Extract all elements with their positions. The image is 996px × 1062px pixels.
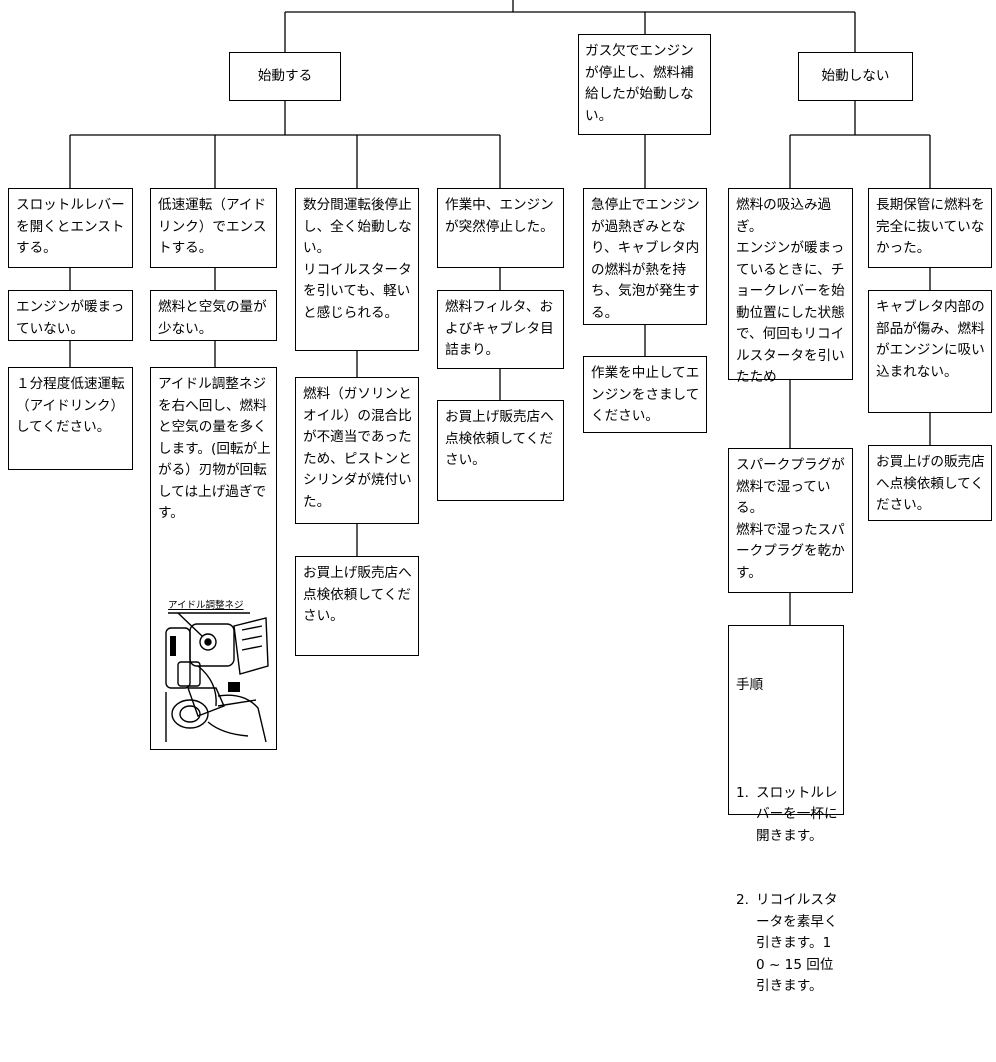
idle-screw-label: アイドル調整ネジ — [168, 600, 244, 611]
col6-result: スパークプラグが燃料で湿っている。 燃料で湿ったスパークプラグを乾かす。 — [728, 448, 853, 593]
node-fuel-out-no-start: ガス欠でエンジンが停止し、燃料補給したが始動しない。 — [578, 34, 711, 135]
col6-procedure: 手順 1. スロットルレバーを一杯に開きます。 2. リコイルスタータを素早く引きま… — [728, 625, 844, 994]
procedure-step: 1. スロットルレバーを一杯に開きます。 — [736, 783, 839, 848]
col1-remedy: １分程度低速運転（アイドリンク）してください。 — [8, 367, 133, 470]
col1-symptom: スロットルレバーを開くとエンストする。 — [8, 188, 133, 268]
procedure-steps: 1. スロットルレバーを一杯に開きます。 2. リコイルスタータを素早く引きます。1… — [736, 740, 839, 1041]
col4-symptom: 作業中、エンジンが突然停止した。 — [437, 188, 564, 268]
col7-remedy: お買上げの販売店へ点検依頼してください。 — [868, 445, 992, 521]
engine-illustration-icon — [165, 612, 269, 743]
procedure-title: 手順 — [736, 677, 764, 693]
col2-symptom: 低速運転（アイドリンク）でエンストする。 — [150, 188, 277, 268]
col1-cause: エンジンが暖まっていない。 — [8, 290, 133, 341]
connector-lines — [69, 0, 931, 625]
col6-cause: 燃料の吸込み過ぎ。 エンジンが暖まっているときに、チョークレバーを始動位置にした… — [728, 188, 853, 385]
col2-remedy-text: アイドル調整ネジを右へ回し、燃料と空気の量を多くします。(回転が上がる）刃物が回… — [158, 376, 271, 521]
col5-remedy: 作業を中止してエンジンをさましてください。 — [583, 356, 707, 433]
node-no-start-label: 始動しない — [821, 67, 890, 84]
procedure-step: 2. リコイルスタータを素早く引きます。10 ~ 15 回位引きます。 — [736, 890, 839, 998]
step-text: スロットルレバーを一杯に開きます。 — [756, 784, 838, 844]
col2-cause: 燃料と空気の量が少ない。 — [150, 290, 277, 341]
col4-cause: 燃料フィルタ、およびキャブレタ目詰まり。 — [437, 290, 564, 369]
col3-cause: 燃料（ガソリンとオイル）の混合比が不適当であったため、ピストンとシリンダが焼付い… — [295, 377, 419, 524]
col5-cause: 急停止でエンジンが過熱ぎみとなり、キャブレタ内の燃料が熱を持ち、気泡が発生する。 — [583, 188, 707, 325]
col7-symptom: 長期保管に燃料を完全に抜いていなかった。 — [868, 188, 992, 268]
col7-cause: キャブレタ内部の部品が傷み、燃料がエンジンに吸い込まれない。 — [868, 290, 992, 413]
node-no-start: 始動しない — [798, 52, 913, 101]
step-number: 1. — [736, 784, 749, 801]
col4-remedy: お買上げ販売店へ点検依頼してください。 — [437, 400, 564, 501]
node-starts-label: 始動する — [257, 67, 313, 84]
col3-remedy: お買上げ販売店へ点検依頼してください。 — [295, 556, 419, 656]
step-text: リコイルスタータを素早く引きます。10 ~ 15 回位引きます。 — [756, 892, 838, 994]
col3-symptom: 数分間運転後停止し、全く始動しない。 リコイルスタータを引いても、軽いと感じられ… — [295, 188, 419, 351]
node-starts: 始動する — [229, 52, 341, 101]
step-number: 2. — [736, 892, 749, 908]
